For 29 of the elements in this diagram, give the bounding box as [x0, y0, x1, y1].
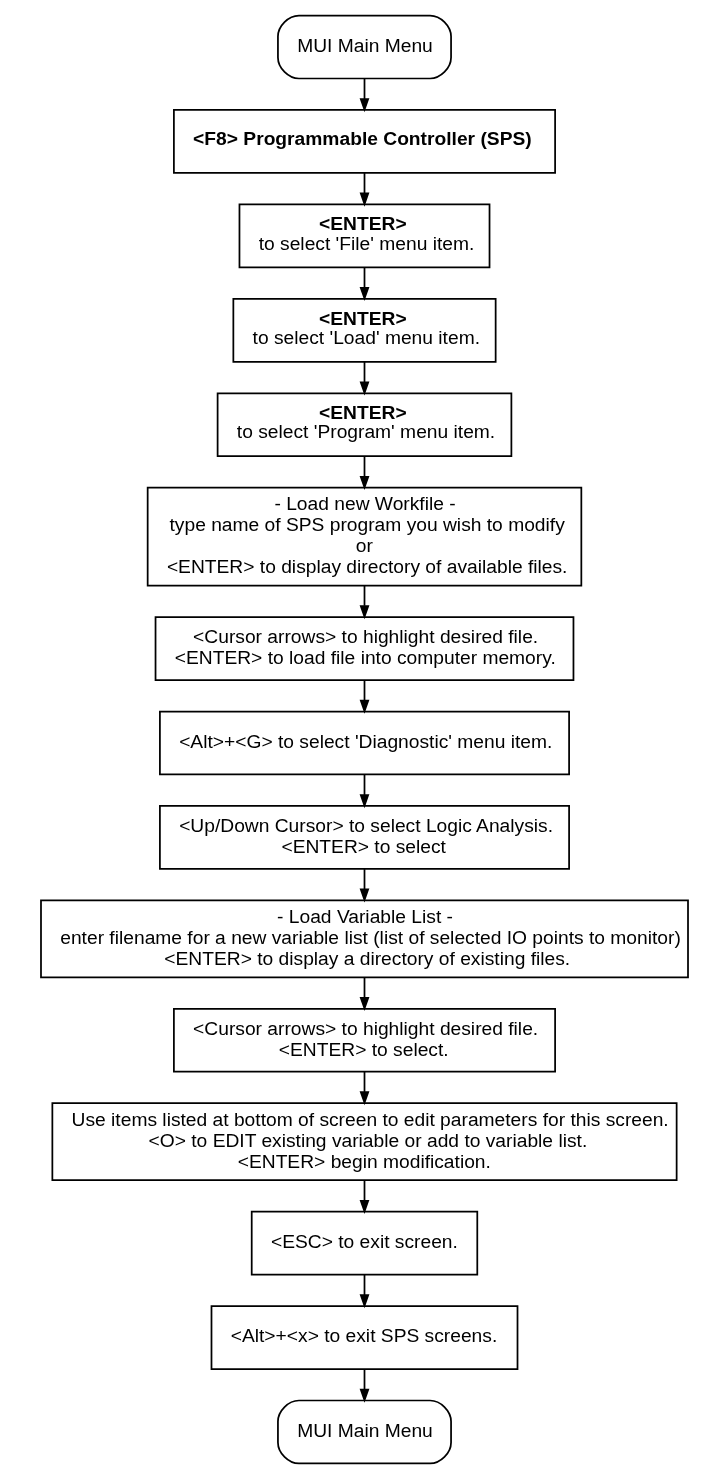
arrow — [359, 976, 369, 1012]
arrow — [359, 172, 369, 207]
arrow — [359, 1179, 369, 1214]
node-box: MUI Main Menu — [276, 1399, 452, 1465]
node-box: <Cursor arrows> to highlight desired file. <ENTER> to load file into computer memory. — [154, 616, 574, 681]
node-box: <ENTER> to select 'Load' menu item. — [231, 297, 497, 363]
node-box: <ENTER> to select 'File' menu item. — [238, 203, 490, 269]
arrow — [359, 1368, 369, 1403]
node-box: <F8> Programmable Controller (SPS) — [172, 109, 556, 174]
arrow — [359, 1273, 369, 1309]
node-box: <ENTER> to select 'Program' menu item. — [216, 392, 512, 458]
node-box: <Up/Down Cursor> to select Logic Analysis. <ENTER> to select — [158, 805, 570, 870]
node-box: <Alt>+<G> to select 'Diagnostic' menu item. — [158, 710, 570, 776]
node-box: <Cursor arrows> to highlight desired file. <ENTER> to select. — [172, 1007, 556, 1073]
arrow — [359, 868, 369, 903]
node-box: - Load new Workfile - type name of SPS program you wish to modify or <ENTER> to display directory of available files. — [146, 486, 582, 587]
arrow — [359, 1071, 369, 1106]
arrow — [359, 77, 369, 113]
arrow — [359, 360, 369, 396]
node-box: MUI Main Menu — [276, 14, 452, 80]
arrow — [359, 455, 369, 491]
node-box: Use items listed at bottom of screen to edit parameters for this screen. <O> to EDIT existing variable or add to variable list. <ENTER> begin modification. — [51, 1102, 677, 1182]
node-box: <ESC> to exit screen. — [250, 1210, 478, 1276]
arrow — [359, 773, 369, 809]
arrow — [359, 679, 369, 714]
node-box: - Load Variable List - enter filename for a new variable list (list of selected IO points to monitor) <ENTER> to display a directory of existing files. — [39, 899, 689, 979]
node-box: <Alt>+<x> to exit SPS screens. — [210, 1305, 518, 1370]
arrow — [359, 584, 369, 620]
arrow — [359, 266, 369, 302]
